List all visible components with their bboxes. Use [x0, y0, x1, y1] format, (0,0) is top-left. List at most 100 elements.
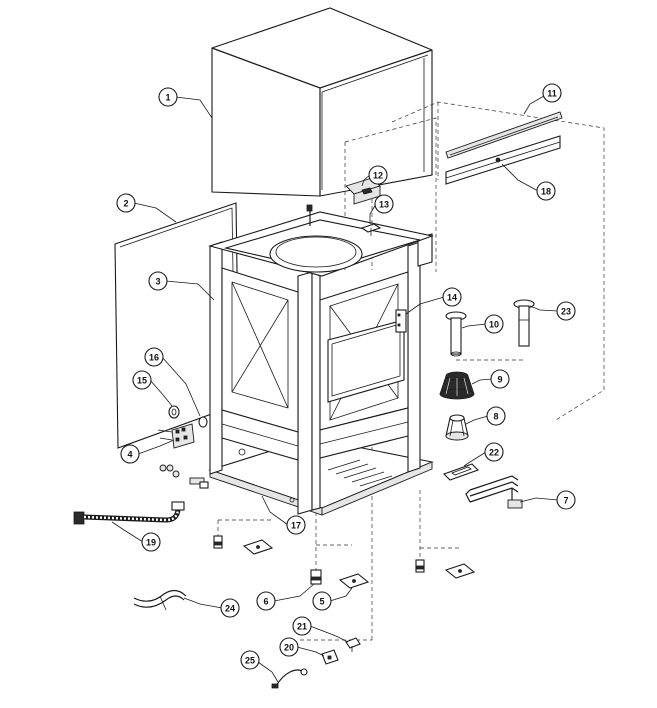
callout-leader-line — [261, 495, 289, 526]
part-nuts — [159, 464, 209, 489]
callout-leader-line — [501, 163, 539, 192]
callout-leader-line — [161, 356, 201, 417]
callout-circle — [556, 490, 576, 510]
callout-circle — [132, 370, 152, 390]
callout-c10: 10 — [461, 314, 504, 334]
part-grommet-15 — [168, 405, 180, 419]
callout-circle — [158, 87, 178, 107]
callout-c3: 3 — [148, 271, 215, 301]
part-foot-right — [415, 559, 425, 573]
callout-number: 1 — [165, 93, 170, 103]
callout-leader-line — [111, 521, 144, 543]
part-bolt-23 — [513, 299, 535, 347]
callout-number: 23 — [561, 307, 571, 317]
callout-number: 20 — [284, 643, 294, 653]
callout-number: 24 — [225, 604, 235, 614]
callout-number: 9 — [497, 375, 502, 385]
callout-number: 12 — [373, 171, 383, 181]
callout-c25: 25 — [240, 650, 279, 683]
callout-circle — [292, 616, 312, 636]
callout-leader-line — [257, 661, 279, 683]
callout-leader-line — [519, 497, 559, 503]
callout-circle — [486, 406, 506, 426]
callout-circle — [484, 314, 504, 334]
callout-number: 25 — [245, 656, 255, 666]
callout-leader-line — [165, 280, 215, 301]
part-ring-16 — [198, 416, 208, 428]
callout-leader-line — [523, 95, 545, 115]
part-foot-9 — [439, 371, 475, 400]
callout-number: 14 — [447, 293, 457, 303]
callout-c6: 6 — [256, 583, 315, 611]
callout-leader-line — [175, 96, 213, 119]
callout-c1: 1 — [158, 87, 213, 119]
callout-leader-line — [463, 451, 487, 467]
callout-c23: 23 — [529, 301, 576, 321]
callout-leader-line — [273, 583, 315, 602]
callout-leader-line — [149, 379, 173, 407]
callout-c5: 5 — [312, 587, 353, 611]
callout-circle — [141, 532, 161, 552]
part-clip-21 — [345, 637, 361, 652]
callout-number: 15 — [137, 376, 147, 386]
part-foot-6 — [310, 569, 322, 585]
callout-leader-line — [329, 587, 353, 602]
callout-circle — [279, 637, 299, 657]
callout-circle — [220, 598, 240, 618]
callout-c15: 15 — [132, 370, 173, 407]
part-heater-7 — [465, 475, 523, 509]
callout-leader-line — [137, 439, 175, 455]
callout-layer: 1234567891011121314151617181920212223242… — [111, 83, 576, 683]
callout-leader-line — [133, 202, 177, 223]
part-hose-19 — [73, 501, 185, 525]
callout-circle — [442, 287, 462, 307]
part-top-cover — [211, 7, 433, 197]
callout-c4: 4 — [120, 439, 175, 464]
part-foot-8 — [445, 414, 469, 441]
callout-number: 19 — [146, 538, 156, 548]
part-foot-left — [213, 535, 223, 549]
callout-c14: 14 — [405, 287, 462, 315]
part-main-frame — [208, 211, 434, 516]
callout-leader-line — [361, 174, 371, 187]
callout-c20: 20 — [279, 637, 325, 657]
callout-c21: 21 — [292, 616, 349, 643]
callout-circle — [368, 165, 388, 185]
callout-circle — [256, 591, 276, 611]
callout-c7: 7 — [519, 490, 576, 510]
callout-leader-line — [309, 625, 349, 643]
callout-c19: 19 — [111, 521, 161, 552]
part-bracket-left — [242, 539, 274, 555]
callout-c12: 12 — [361, 165, 388, 187]
callout-c2: 2 — [116, 193, 177, 223]
part-sensor-25 — [271, 668, 308, 689]
callout-leader-line — [461, 323, 487, 329]
callout-leader-line — [405, 296, 445, 315]
callout-c13: 13 — [369, 194, 394, 224]
part-pin-10 — [445, 311, 467, 357]
callout-number: 11 — [547, 89, 557, 99]
callout-c22: 22 — [463, 442, 504, 467]
callout-circle — [116, 193, 136, 213]
callout-circle — [312, 591, 332, 611]
callout-number: 3 — [155, 277, 160, 287]
callout-circle — [490, 369, 510, 389]
callout-number: 21 — [297, 622, 307, 632]
callout-number: 10 — [489, 320, 499, 330]
callout-c18: 18 — [501, 163, 556, 201]
callout-c24: 24 — [183, 597, 240, 618]
callout-c17: 17 — [261, 495, 306, 535]
callout-circle — [556, 301, 576, 321]
callout-c11: 11 — [523, 83, 562, 115]
part-bracket-5 — [338, 573, 370, 589]
callout-number: 18 — [541, 187, 551, 197]
part-bracket-right — [444, 563, 476, 579]
callout-number: 5 — [319, 597, 324, 607]
callout-circle — [240, 650, 260, 670]
part-plate-22 — [442, 463, 480, 481]
callout-number: 16 — [149, 353, 159, 363]
callout-number: 4 — [127, 450, 132, 460]
part-terminal-4 — [157, 423, 195, 449]
part-clip-20 — [321, 649, 339, 665]
